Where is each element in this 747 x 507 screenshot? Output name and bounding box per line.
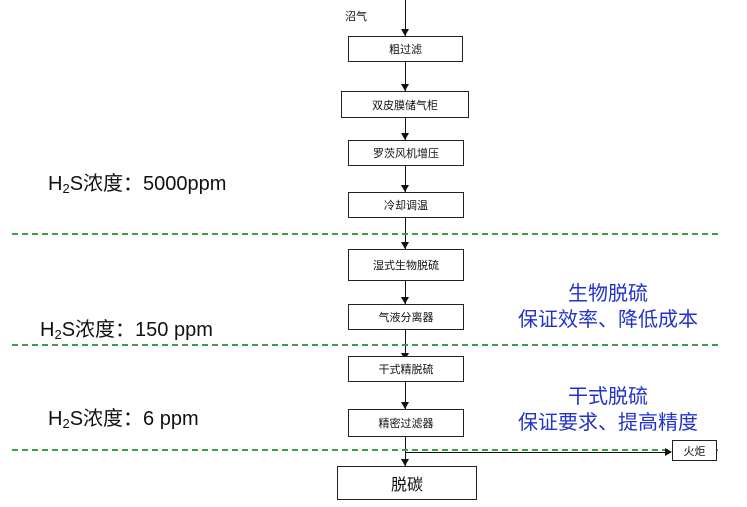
h2s-concentration-label: H2S浓度：5000ppm: [48, 173, 227, 196]
step-gas-liquid-separator: 气液分离器: [348, 304, 464, 330]
step-dry-fine-desulfurization: 干式精脱硫: [348, 356, 464, 382]
dry-note-detail: 保证要求、提高精度: [518, 410, 698, 434]
flare-branch-line: [405, 452, 667, 453]
step-decarbonization: 脱碳: [337, 466, 477, 500]
stage-divider: [12, 344, 718, 346]
stage-divider: [12, 449, 718, 451]
arrow-head: [401, 242, 409, 249]
flare-box: 火炬: [672, 440, 717, 461]
bio-note-detail: 保证效率、降低成本: [518, 307, 698, 331]
step-wet-bio-desulfurization: 湿式生物脱硫: [348, 249, 464, 281]
step-coarse-filter: 粗过滤: [348, 36, 463, 62]
step-gas-holder: 双皮膜储气柜: [341, 91, 469, 118]
dry-note-title: 干式脱硫: [568, 384, 648, 408]
dry-desulfurization-note: 干式脱硫 保证要求、提高精度: [488, 383, 728, 435]
arrow-head: [401, 402, 409, 409]
stage-divider: [12, 233, 718, 235]
flare-arrow-head: [665, 448, 672, 456]
arrow-head: [401, 185, 409, 192]
source-label: 沼气: [345, 10, 367, 23]
h2s-concentration-label: H2S浓度：150 ppm: [40, 319, 213, 342]
arrow-head: [401, 84, 409, 91]
bio-desulfurization-note: 生物脱硫 保证效率、降低成本: [488, 280, 728, 332]
step-precision-filter: 精密过滤器: [348, 409, 464, 437]
arrow-head: [401, 29, 409, 36]
arrow-head: [401, 297, 409, 304]
arrow-head: [401, 133, 409, 140]
h2s-concentration-label: H2S浓度：6 ppm: [48, 408, 199, 431]
arrow-head: [401, 459, 409, 466]
step-roots-blower: 罗茨风机增压: [348, 140, 464, 166]
step-cooling: 冷却调温: [348, 192, 464, 218]
bio-note-title: 生物脱硫: [568, 281, 648, 305]
